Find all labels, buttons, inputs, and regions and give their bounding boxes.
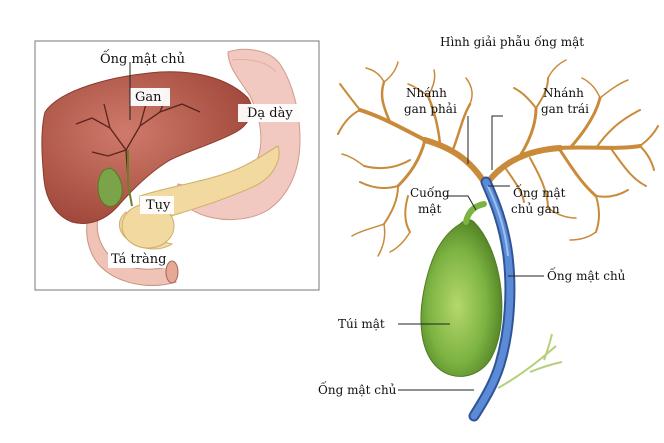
common-hepatic-duct-label-line2: chủ gan bbox=[511, 202, 560, 216]
right-hepatic-label-line2: gan phải bbox=[404, 102, 457, 116]
common-bile-duct-right-label: Ống mật chủ bbox=[547, 266, 626, 283]
diagram-title: Hình giải phẫu ống mật bbox=[440, 34, 584, 49]
inset-stomach-label: Dạ dày bbox=[247, 106, 293, 121]
hepatic-branches bbox=[337, 59, 659, 257]
liver-shape bbox=[41, 71, 252, 224]
leader-lines bbox=[398, 115, 544, 391]
inset-pancreas-label: Tụy bbox=[146, 198, 171, 213]
gallbladder-label: Túi mật bbox=[338, 317, 385, 331]
left-hepatic-label-line2: gan trái bbox=[541, 102, 589, 116]
left-hepatic-label-line1: Nhánh bbox=[543, 86, 584, 100]
stomach-shape bbox=[176, 48, 301, 221]
inset-duodenum-label: Tá tràng bbox=[111, 252, 166, 267]
inset-liver-label: Gan bbox=[135, 90, 162, 105]
right-hepatic-label-line1: Nhánh bbox=[406, 86, 447, 100]
common-bile-duct-bottom-label: Ống mật chủ bbox=[318, 380, 397, 397]
gallbladder-shape bbox=[420, 219, 503, 377]
cystic-duct-label-line2: mật bbox=[418, 202, 442, 216]
inset-bile-duct bbox=[127, 150, 133, 207]
inset-common-bile-duct-label: Ống mật chủ bbox=[100, 49, 185, 67]
liver-vessels bbox=[75, 91, 201, 181]
cystic-duct-shape bbox=[463, 201, 487, 225]
cystic-duct-label-line1: Cuống bbox=[410, 185, 450, 200]
lower-right-vessel bbox=[497, 333, 563, 389]
common-hepatic-duct-label-line1: Ống mật bbox=[513, 183, 566, 200]
